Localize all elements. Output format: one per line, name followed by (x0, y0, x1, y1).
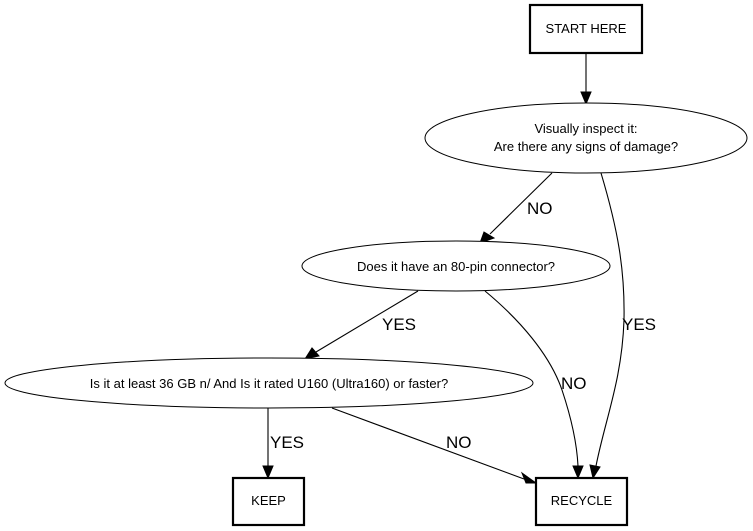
recycle-label: RECYCLE (551, 493, 613, 508)
start-label: START HERE (546, 21, 627, 36)
keep-node: KEEP (231, 476, 306, 527)
edge-label-no: NO (561, 374, 587, 393)
connector-label: Does it have an 80-pin connector? (357, 259, 555, 274)
inspect-node: Visually inspect it: Are there any signs… (424, 102, 748, 174)
start-node: START HERE (528, 3, 644, 55)
edge-label-yes: YES (622, 315, 656, 334)
edge-connector-to-recycle: NO (484, 290, 587, 480)
keep-label: KEEP (251, 493, 286, 508)
edge-label-yes: YES (270, 433, 304, 452)
edge-connector-to-capacity: YES (303, 290, 419, 360)
inspect-label-line2: Are there any signs of damage? (494, 139, 678, 154)
capacity-node: Is it at least 36 GB n/ And Is it rated … (4, 357, 534, 409)
edge-start-to-inspect (580, 53, 592, 106)
edge-label-no: NO (446, 433, 472, 452)
connector-node: Does it have an 80-pin connector? (301, 240, 611, 292)
capacity-label: Is it at least 36 GB n/ And Is it rated … (90, 376, 448, 391)
edge-capacity-to-keep: YES (262, 408, 304, 480)
edge-capacity-to-recycle: NO (331, 407, 538, 484)
edge-inspect-to-connector: NO (479, 172, 553, 244)
edge-label-no: NO (527, 199, 553, 218)
recycle-node: RECYCLE (534, 476, 629, 527)
inspect-label-line1: Visually inspect it: (534, 121, 637, 136)
edge-label-yes: YES (382, 315, 416, 334)
edge-inspect-to-recycle: YES (589, 172, 656, 480)
